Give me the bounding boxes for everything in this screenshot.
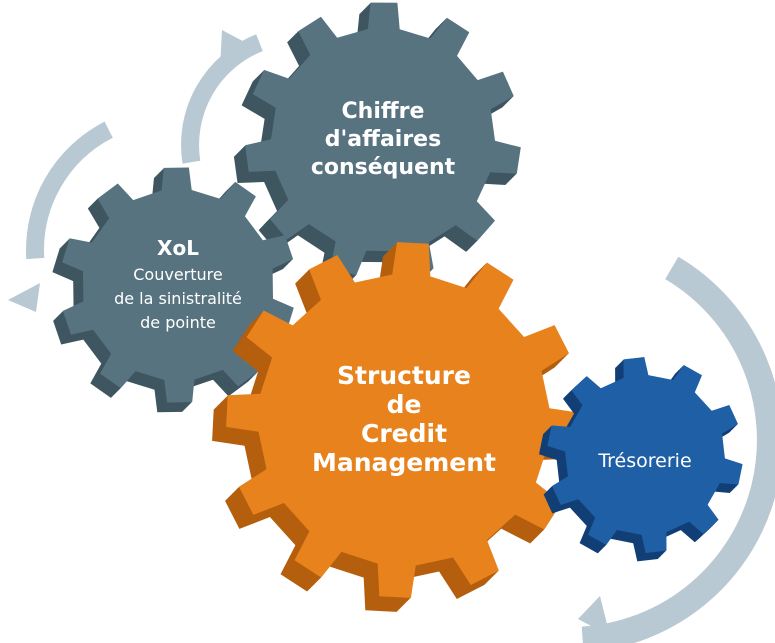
gear-xol-line-2: de la sinistralité [114,289,242,308]
arrow-right-arc [581,256,775,643]
gear-xol-title: XoL [157,236,199,260]
gear-tresorerie: Trésorerie [539,357,743,562]
gear-chiffre-affaires: Chiffre d'affaires conséquent [233,2,521,287]
gear-structure-line-2: de [387,390,422,419]
gear-xol-face [62,167,294,403]
gear-xol: XoL Couverture de la sinistralité de poi… [52,167,294,413]
gear-chiffre-face [245,2,521,276]
gear-structure-line-3: Credit [361,419,447,448]
gear-xol-line-3: de pointe [140,313,216,332]
arrow-right-head [578,596,610,636]
gear-chiffre-line-2: d'affaires [325,127,441,152]
gear-structure-line-1: Structure [337,361,471,390]
arrow-top-arc [181,34,263,164]
gear-chiffre-line-3: conséquent [311,155,456,180]
cycle-arrows [8,30,775,643]
arrow-top-head [220,30,250,68]
arrow-left-head [8,283,40,312]
gear-xol-line-1: Couverture [133,265,222,284]
gear-structure-credit-management: Structure de Credit Management [212,242,582,612]
gear-tresorerie-face [547,357,743,553]
arrow-left-arc [26,121,113,260]
gear-chiffre-line-1: Chiffre [342,99,425,124]
gear-tresorerie-label: Trésorerie [597,450,691,472]
gear-structure-face [226,242,582,598]
gear-structure-line-4: Management [312,448,496,477]
